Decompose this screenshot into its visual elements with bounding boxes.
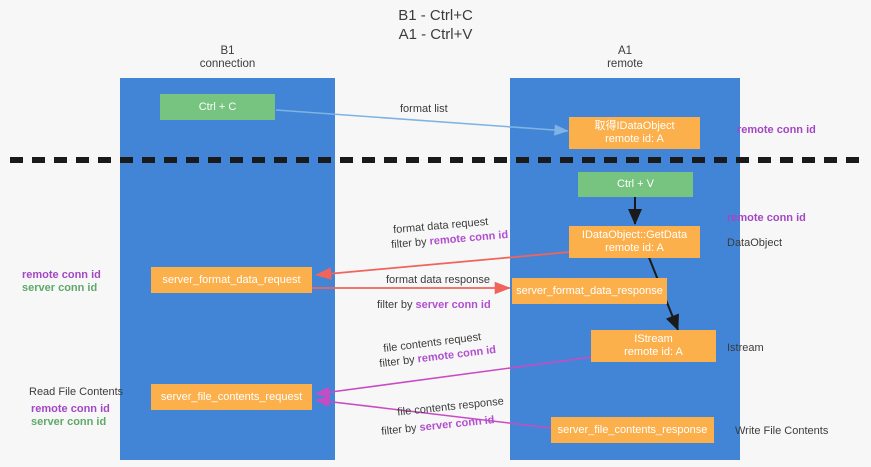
column-header-b1: B1 connection bbox=[120, 45, 335, 71]
arrow-file-contents-response bbox=[315, 396, 552, 429]
node-remote-idataobject-line1: 取得IDataObject bbox=[594, 120, 675, 132]
column-header-b1-name: B1 bbox=[220, 45, 235, 57]
column-header-a1-name: A1 bbox=[617, 45, 633, 57]
side-label-server-conn-id-left-mid: server conn id bbox=[22, 282, 98, 294]
arrow-format-data-request bbox=[315, 251, 571, 280]
page-title: B1 - Ctrl+C A1 - Ctrl+V bbox=[0, 6, 871, 44]
side-label-remote-conn-id-top: remote conn id bbox=[737, 124, 816, 136]
node-server-file-contents-request[interactable]: server_file_contents_request bbox=[151, 384, 312, 410]
column-header-b1-role: connection bbox=[199, 58, 256, 70]
node-ctrl-v[interactable]: Ctrl + V bbox=[578, 172, 693, 197]
node-istream-line2: remote id: A bbox=[624, 346, 683, 358]
node-server-format-data-response[interactable]: server_format_data_response bbox=[512, 278, 667, 304]
side-label-istream: Istream bbox=[727, 342, 764, 354]
side-label-dataobject: DataObject bbox=[727, 237, 783, 249]
side-label-read-file-contents: Read File Contents bbox=[29, 386, 124, 398]
node-server-format-data-response-label: server_format_data_response bbox=[516, 284, 663, 297]
node-server-format-data-request-label: server_format_data_request bbox=[162, 273, 301, 286]
filter-prefix: filter by bbox=[390, 235, 431, 252]
arrow-file-contents-request bbox=[315, 356, 593, 398]
side-label-write-file-contents: Write File Contents bbox=[735, 425, 829, 437]
title-line-1: B1 - Ctrl+C bbox=[398, 7, 473, 24]
node-ctrl-c[interactable]: Ctrl + C bbox=[160, 94, 275, 120]
node-server-format-data-request[interactable]: server_format_data_request bbox=[151, 267, 312, 293]
side-label-remote-conn-id-mid: remote conn id bbox=[727, 212, 806, 224]
node-server-file-contents-response[interactable]: server_file_contents_response bbox=[551, 417, 714, 443]
node-server-file-contents-request-label: server_file_contents_request bbox=[160, 390, 303, 403]
edge-label-format-list: format list bbox=[400, 103, 448, 115]
column-header-a1-role: remote bbox=[607, 58, 643, 70]
node-getdata-line1: IDataObject::GetData bbox=[581, 229, 688, 241]
edge-label-format-data-response-filter: filter by server conn id bbox=[377, 298, 491, 312]
arrow-format-list bbox=[275, 109, 569, 136]
edge-label-format-data-response: format data response bbox=[386, 274, 490, 286]
title-line-2: A1 - Ctrl+V bbox=[398, 26, 473, 43]
side-label-remote-conn-id-left-bottom: remote conn id bbox=[31, 403, 110, 415]
node-getdata[interactable]: IDataObject::GetData remote id: A bbox=[569, 226, 700, 258]
filter-key-server-conn-id: server conn id bbox=[415, 299, 491, 311]
column-header-a1: A1 remote bbox=[510, 45, 740, 71]
node-server-file-contents-response-label: server_file_contents_response bbox=[557, 423, 708, 436]
side-label-remote-conn-id-left-mid: remote conn id bbox=[22, 269, 101, 281]
node-remote-idataobject-line2: remote id: A bbox=[605, 133, 664, 145]
side-label-server-conn-id-left-bottom: server conn id bbox=[31, 416, 107, 428]
node-istream-line1: IStream bbox=[634, 333, 673, 345]
node-getdata-line2: remote id: A bbox=[605, 242, 664, 254]
node-istream[interactable]: IStream remote id: A bbox=[591, 330, 716, 362]
node-remote-idataobject[interactable]: 取得IDataObject remote id: A bbox=[569, 117, 700, 149]
node-ctrl-v-label: Ctrl + V bbox=[617, 178, 654, 190]
node-ctrl-c-label: Ctrl + C bbox=[198, 100, 237, 113]
filter-prefix: filter by bbox=[377, 299, 416, 311]
